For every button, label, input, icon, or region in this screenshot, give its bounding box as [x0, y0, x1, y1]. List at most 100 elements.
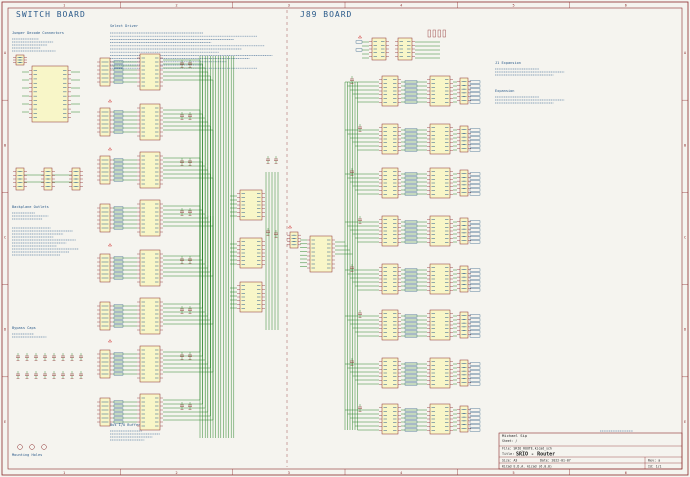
net-label — [113, 174, 124, 178]
net-label — [113, 372, 124, 376]
capacitor-symbol — [358, 124, 362, 132]
net-label — [404, 144, 418, 148]
ruler-row-label: E — [4, 420, 6, 424]
wire — [163, 75, 211, 216]
j89-driver-chip — [427, 309, 453, 341]
capacitor-symbol — [79, 353, 83, 361]
wire — [163, 67, 206, 216]
j89-driver-chip — [427, 75, 453, 107]
net-label — [404, 370, 418, 374]
net-label — [113, 206, 124, 210]
net-label — [469, 136, 481, 140]
note-jumper-decode: Jumper Decode Connectors — [12, 31, 64, 35]
header-connector — [369, 37, 389, 61]
net-label — [404, 374, 418, 378]
net-label — [404, 176, 418, 180]
title-block: Michael Sip Sheet: / File: SRIO_ROUTE.ki… — [498, 432, 683, 470]
net-label — [113, 126, 124, 130]
net-label — [469, 314, 481, 318]
net-label — [469, 132, 481, 136]
driver-input-connector — [97, 203, 113, 233]
capacitor-symbol — [180, 60, 184, 68]
capacitor-symbol — [43, 371, 47, 379]
capacitor-symbol — [266, 228, 270, 236]
net-label — [113, 178, 124, 182]
net-label — [469, 362, 481, 366]
capacitor-symbol — [188, 352, 192, 360]
net-label — [469, 228, 481, 232]
title-block-size: Size: A3 — [502, 459, 517, 463]
ruler-col-label: 2 — [175, 4, 177, 8]
net-label — [469, 224, 481, 228]
ruler-col-label: 6 — [625, 4, 627, 8]
net-label — [404, 100, 418, 104]
ruler-col-label: 6 — [625, 471, 627, 475]
note-select-driver: Select Driver — [110, 24, 139, 28]
capacitor-symbol — [43, 353, 47, 361]
ruler-col-label: 5 — [512, 471, 514, 475]
power-flag-symbol — [107, 147, 113, 151]
power-flag-symbol — [107, 99, 113, 103]
net-label — [113, 400, 124, 404]
note-mounting: Mounting Holes — [12, 453, 42, 457]
j89-buffer-chip — [379, 357, 401, 389]
note-bypass: Bypass Caps — [12, 326, 36, 330]
ruler-row-label: C — [684, 236, 686, 240]
net-label — [469, 188, 481, 192]
net-label — [469, 366, 481, 370]
expansion-chip — [237, 281, 265, 313]
j89-output-connector — [457, 169, 471, 197]
net-label — [469, 428, 481, 432]
capacitor-symbol — [180, 256, 184, 264]
net-label — [404, 172, 418, 176]
net-label — [355, 48, 363, 52]
net-label — [469, 144, 481, 148]
net-label — [404, 276, 418, 280]
net-label — [469, 192, 481, 196]
capacitor-symbol — [52, 353, 56, 361]
wire — [163, 216, 206, 361]
net-label — [113, 118, 124, 122]
title-block-rev: Rev: a — [648, 459, 660, 463]
net-label — [404, 180, 418, 184]
net-label — [404, 416, 418, 420]
capacitor-symbol — [25, 371, 29, 379]
net-label — [404, 420, 418, 424]
capacitor-symbol — [180, 158, 184, 166]
capacitor-symbol — [188, 256, 192, 264]
j89-output-connector — [457, 77, 471, 105]
net-label — [113, 158, 124, 162]
net-label — [404, 326, 418, 330]
net-label — [113, 276, 124, 280]
net-label — [404, 232, 418, 236]
mounting-hole — [29, 444, 35, 450]
power-flag-symbol — [357, 35, 363, 39]
part-layer — [13, 29, 481, 450]
capacitor-symbol — [188, 112, 192, 120]
backplane-connector — [41, 167, 55, 191]
net-label — [469, 382, 481, 386]
net-label — [113, 166, 124, 170]
capacitor-symbol — [358, 310, 362, 318]
ruler-row-label: B — [4, 143, 6, 147]
net-label — [469, 180, 481, 184]
wire — [163, 213, 206, 216]
left-section-title: SWITCH BOARD — [16, 10, 86, 19]
net-label — [404, 362, 418, 366]
net-label — [404, 220, 418, 224]
net-label — [469, 378, 481, 382]
wire — [163, 216, 209, 219]
driver-input-connector — [97, 349, 113, 379]
net-label — [404, 322, 418, 326]
note-j1-expansion: J1 Expansion — [495, 61, 521, 65]
wire — [163, 71, 209, 216]
net-label — [113, 272, 124, 276]
net-label — [113, 226, 124, 230]
capacitor-symbol — [266, 156, 270, 164]
wire — [163, 216, 206, 265]
note-text-blocks — [12, 32, 633, 441]
net-label — [113, 404, 124, 408]
wire — [163, 216, 211, 223]
net-label — [113, 356, 124, 360]
